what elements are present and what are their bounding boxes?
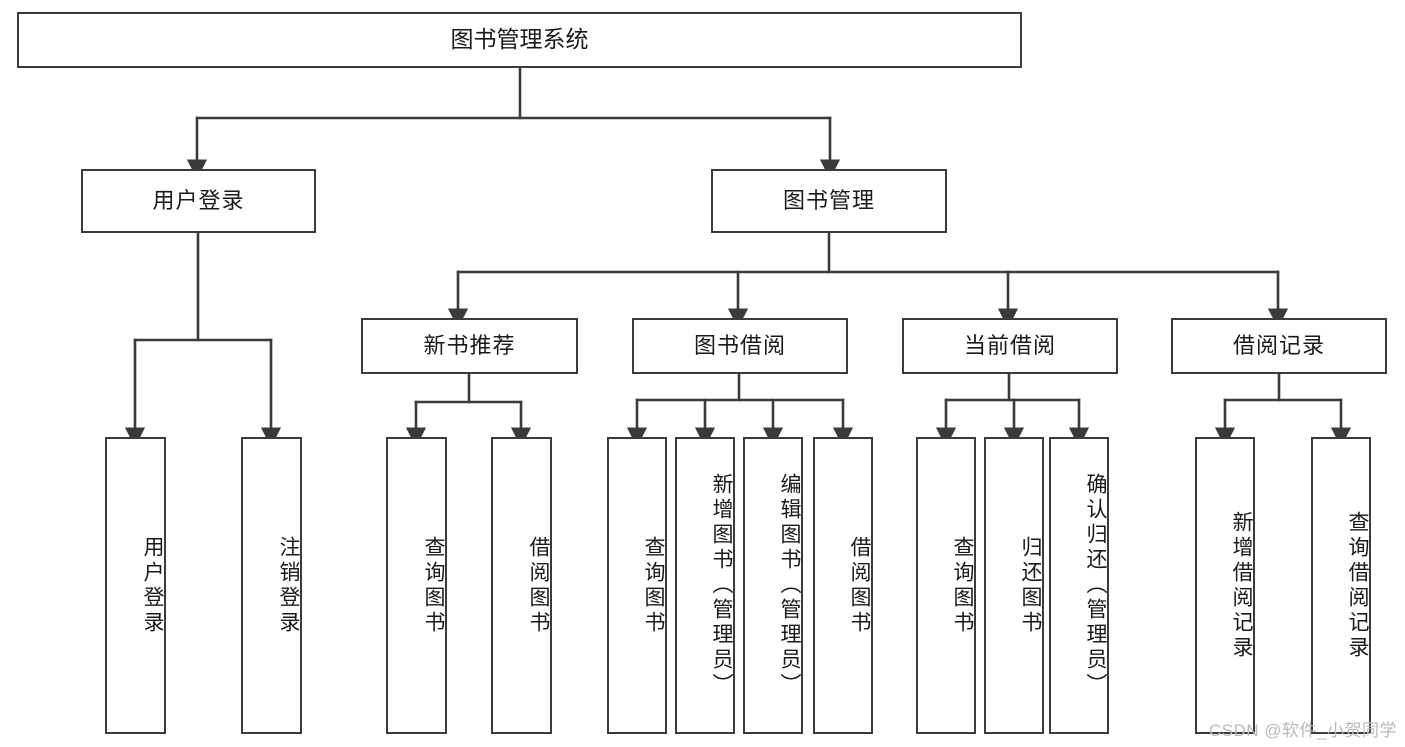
node-root[interactable]: 图书管理系统 bbox=[17, 12, 1022, 68]
leaf-query-record-label: 查询借阅记录 bbox=[1346, 510, 1369, 661]
leaf-edit-book[interactable]: 编辑图书（管理员） bbox=[743, 437, 803, 734]
node-book-borrow[interactable]: 图书借阅 bbox=[632, 318, 848, 374]
leaf-query-book-2-label: 查询图书 bbox=[642, 535, 665, 636]
leaf-logout[interactable]: 注销登录 bbox=[241, 437, 302, 734]
node-root-label: 图书管理系统 bbox=[450, 26, 589, 53]
leaf-logout-label: 注销登录 bbox=[277, 535, 300, 636]
node-book-manage-label: 图书管理 bbox=[782, 188, 875, 214]
node-current-borrow[interactable]: 当前借阅 bbox=[902, 318, 1118, 374]
leaf-add-book[interactable]: 新增图书（管理员） bbox=[675, 437, 735, 734]
leaf-confirm-return-label: 确认归还（管理员） bbox=[1084, 473, 1107, 698]
leaf-add-book-label: 新增图书（管理员） bbox=[710, 473, 733, 698]
leaf-borrow-book-2-label: 借阅图书 bbox=[848, 535, 871, 636]
csdn-watermark: CSDN @软件_小贺同学 bbox=[1208, 721, 1397, 740]
leaf-user-login-label: 用户登录 bbox=[141, 535, 164, 636]
node-new-book-rec-label: 新书推荐 bbox=[423, 333, 516, 359]
node-user-login-label: 用户登录 bbox=[152, 188, 245, 214]
node-borrow-record[interactable]: 借阅记录 bbox=[1171, 318, 1387, 374]
leaf-borrow-book-2[interactable]: 借阅图书 bbox=[813, 437, 873, 734]
node-user-login[interactable]: 用户登录 bbox=[81, 169, 316, 233]
node-book-manage[interactable]: 图书管理 bbox=[711, 169, 947, 233]
node-new-book-rec[interactable]: 新书推荐 bbox=[361, 318, 578, 374]
leaf-return-book-label: 归还图书 bbox=[1019, 535, 1042, 636]
leaf-query-book-3[interactable]: 查询图书 bbox=[916, 437, 976, 734]
leaf-return-book[interactable]: 归还图书 bbox=[984, 437, 1044, 734]
leaf-confirm-return[interactable]: 确认归还（管理员） bbox=[1049, 437, 1109, 734]
node-book-borrow-label: 图书借阅 bbox=[693, 333, 786, 359]
leaf-borrow-book-1-label: 借阅图书 bbox=[527, 535, 550, 636]
leaf-add-record-label: 新增借阅记录 bbox=[1230, 510, 1253, 661]
node-current-borrow-label: 当前借阅 bbox=[963, 333, 1056, 359]
leaf-query-book-3-label: 查询图书 bbox=[951, 535, 974, 636]
leaf-query-book-1[interactable]: 查询图书 bbox=[386, 437, 447, 734]
leaf-edit-book-label: 编辑图书（管理员） bbox=[778, 473, 801, 698]
leaf-add-record[interactable]: 新增借阅记录 bbox=[1195, 437, 1255, 734]
leaf-query-book-1-label: 查询图书 bbox=[422, 535, 445, 636]
leaf-query-book-2[interactable]: 查询图书 bbox=[607, 437, 667, 734]
leaf-query-record[interactable]: 查询借阅记录 bbox=[1311, 437, 1371, 734]
node-borrow-record-label: 借阅记录 bbox=[1232, 333, 1325, 359]
leaf-user-login[interactable]: 用户登录 bbox=[105, 437, 166, 734]
leaf-borrow-book-1[interactable]: 借阅图书 bbox=[491, 437, 552, 734]
